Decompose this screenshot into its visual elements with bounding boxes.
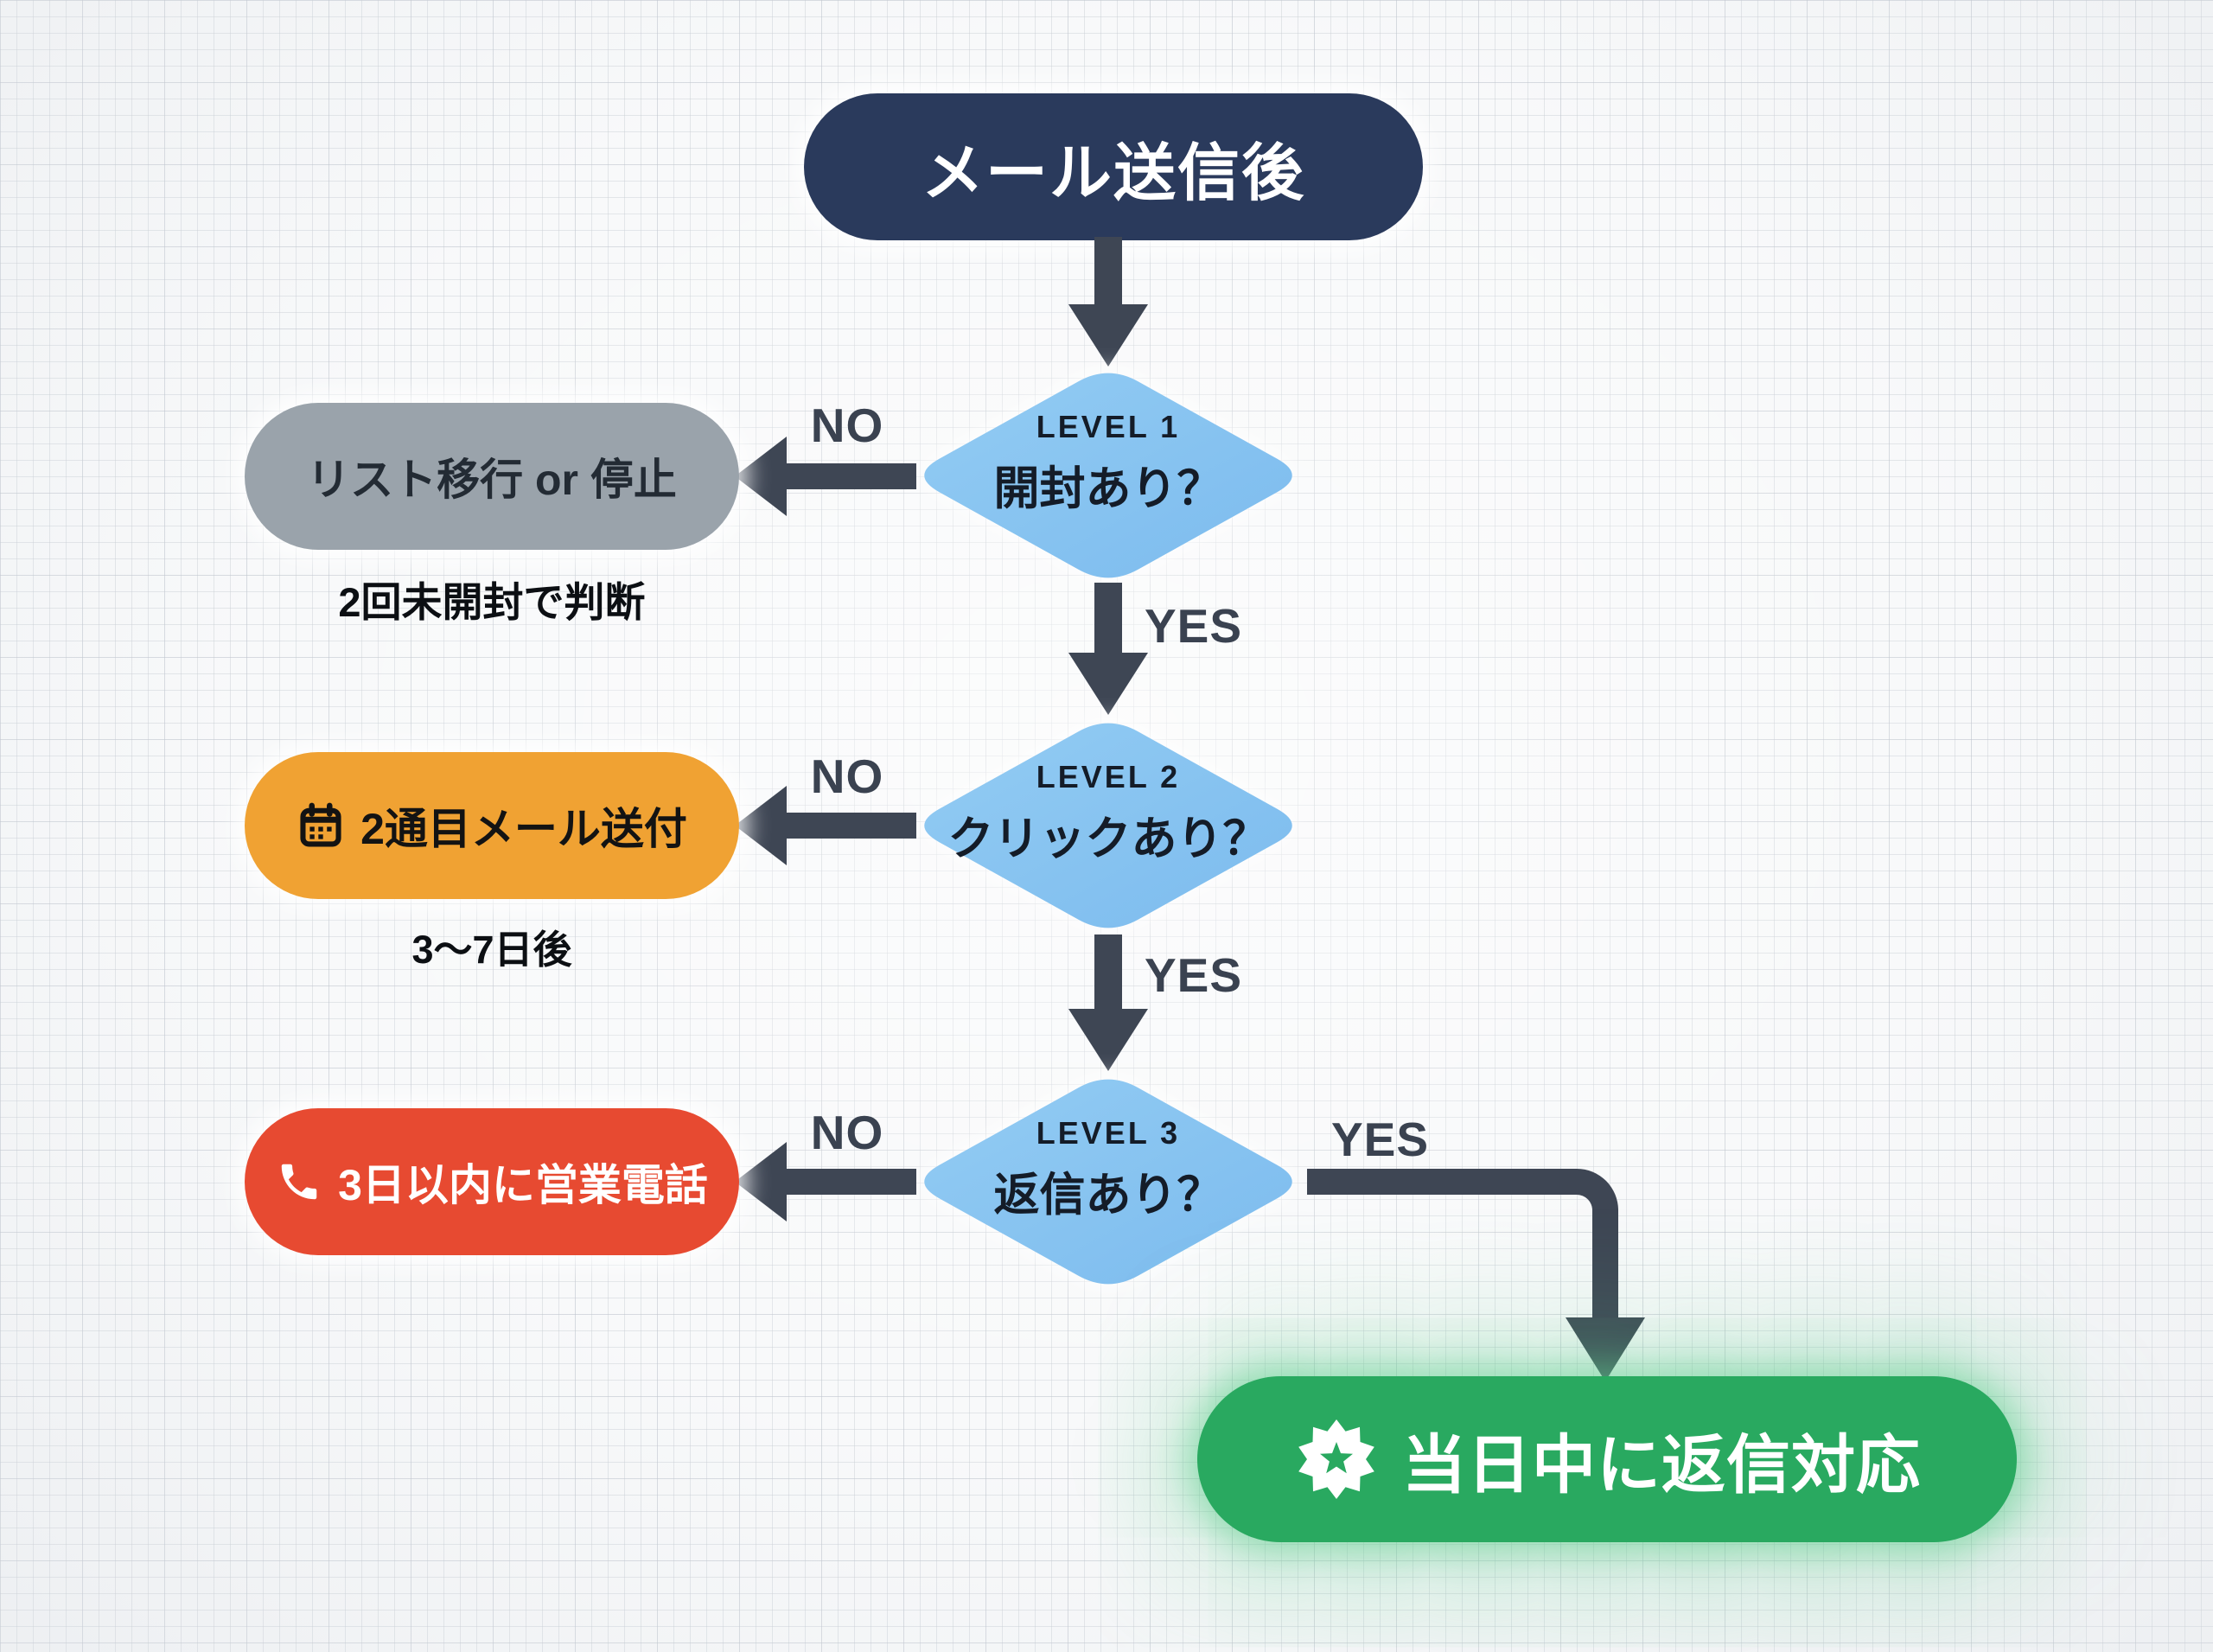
starburst-icon xyxy=(1298,1419,1374,1499)
arrow-start-to-level1-head xyxy=(1068,304,1148,367)
level2-question: クリックあり？ xyxy=(947,813,1269,864)
level1-no-label: NO xyxy=(810,399,884,452)
calendar-icon xyxy=(300,802,341,847)
action-list-move-or-stop: リスト移行 or 停止 xyxy=(245,403,739,550)
diamond-shape xyxy=(924,373,1292,578)
start-node: メール送信後 xyxy=(804,93,1423,240)
start-node-label: メール送信後 xyxy=(921,138,1305,208)
decision-level2: LEVEL 2 クリックあり？ xyxy=(909,715,1307,936)
final-node-label: 当日中に返信対応 xyxy=(1402,1428,1921,1501)
action-second-email: 2通目メール送付 xyxy=(245,752,739,899)
note-3-7-days: 3〜7日後 xyxy=(411,928,572,972)
level2-no-label: NO xyxy=(810,749,884,803)
level3-no-label: NO xyxy=(810,1106,884,1159)
arrow-level1-to-level2-head xyxy=(1068,653,1148,715)
arrow-level1-no-shaft xyxy=(785,463,916,489)
action-second-email-label: 2通目メール送付 xyxy=(360,805,687,853)
arrow-start-to-level1-shaft xyxy=(1094,237,1122,308)
arrow-level2-to-level3-shaft xyxy=(1094,934,1122,1011)
level1-question: 開封あり？ xyxy=(993,463,1223,514)
arrow-level3-no-shaft xyxy=(785,1169,916,1195)
level1-yes-label: YES xyxy=(1145,599,1243,653)
phone-icon xyxy=(281,1164,317,1200)
action-sales-call-label: 3日以内に営業電話 xyxy=(338,1161,708,1209)
arrow-level3-yes-head xyxy=(1566,1317,1645,1381)
arrow-level2-to-level3-head xyxy=(1068,1009,1148,1071)
level1-tag: LEVEL 1 xyxy=(1036,409,1181,444)
level2-yes-label: YES xyxy=(1145,948,1243,1002)
diamond-shape xyxy=(924,1079,1292,1285)
level2-tag: LEVEL 2 xyxy=(1036,759,1181,794)
arrow-level2-no-shaft xyxy=(785,813,916,839)
level3-yes-label: YES xyxy=(1331,1113,1430,1166)
action-list-move-or-stop-label: リスト移行 or 停止 xyxy=(307,456,677,504)
arrow-level1-to-level2-shaft xyxy=(1094,583,1122,655)
diamond-shape xyxy=(924,723,1292,928)
note-unopened-twice: 2回未開封で判断 xyxy=(338,579,646,625)
final-node-same-day-reply: 当日中に返信対応 xyxy=(1197,1376,2017,1542)
decision-level3: LEVEL 3 返信あり？ xyxy=(909,1071,1307,1292)
action-sales-call: 3日以内に営業電話 xyxy=(245,1108,739,1255)
level3-question: 返信あり？ xyxy=(993,1170,1223,1221)
decision-level1: LEVEL 1 開封あり？ xyxy=(909,365,1307,586)
arrow-level3-yes-elbow xyxy=(1307,1169,1618,1321)
arrow-level1-no-head xyxy=(735,437,787,516)
arrow-level2-no-head xyxy=(735,786,787,865)
arrow-level3-no-head xyxy=(735,1142,787,1221)
level3-tag: LEVEL 3 xyxy=(1036,1115,1181,1151)
